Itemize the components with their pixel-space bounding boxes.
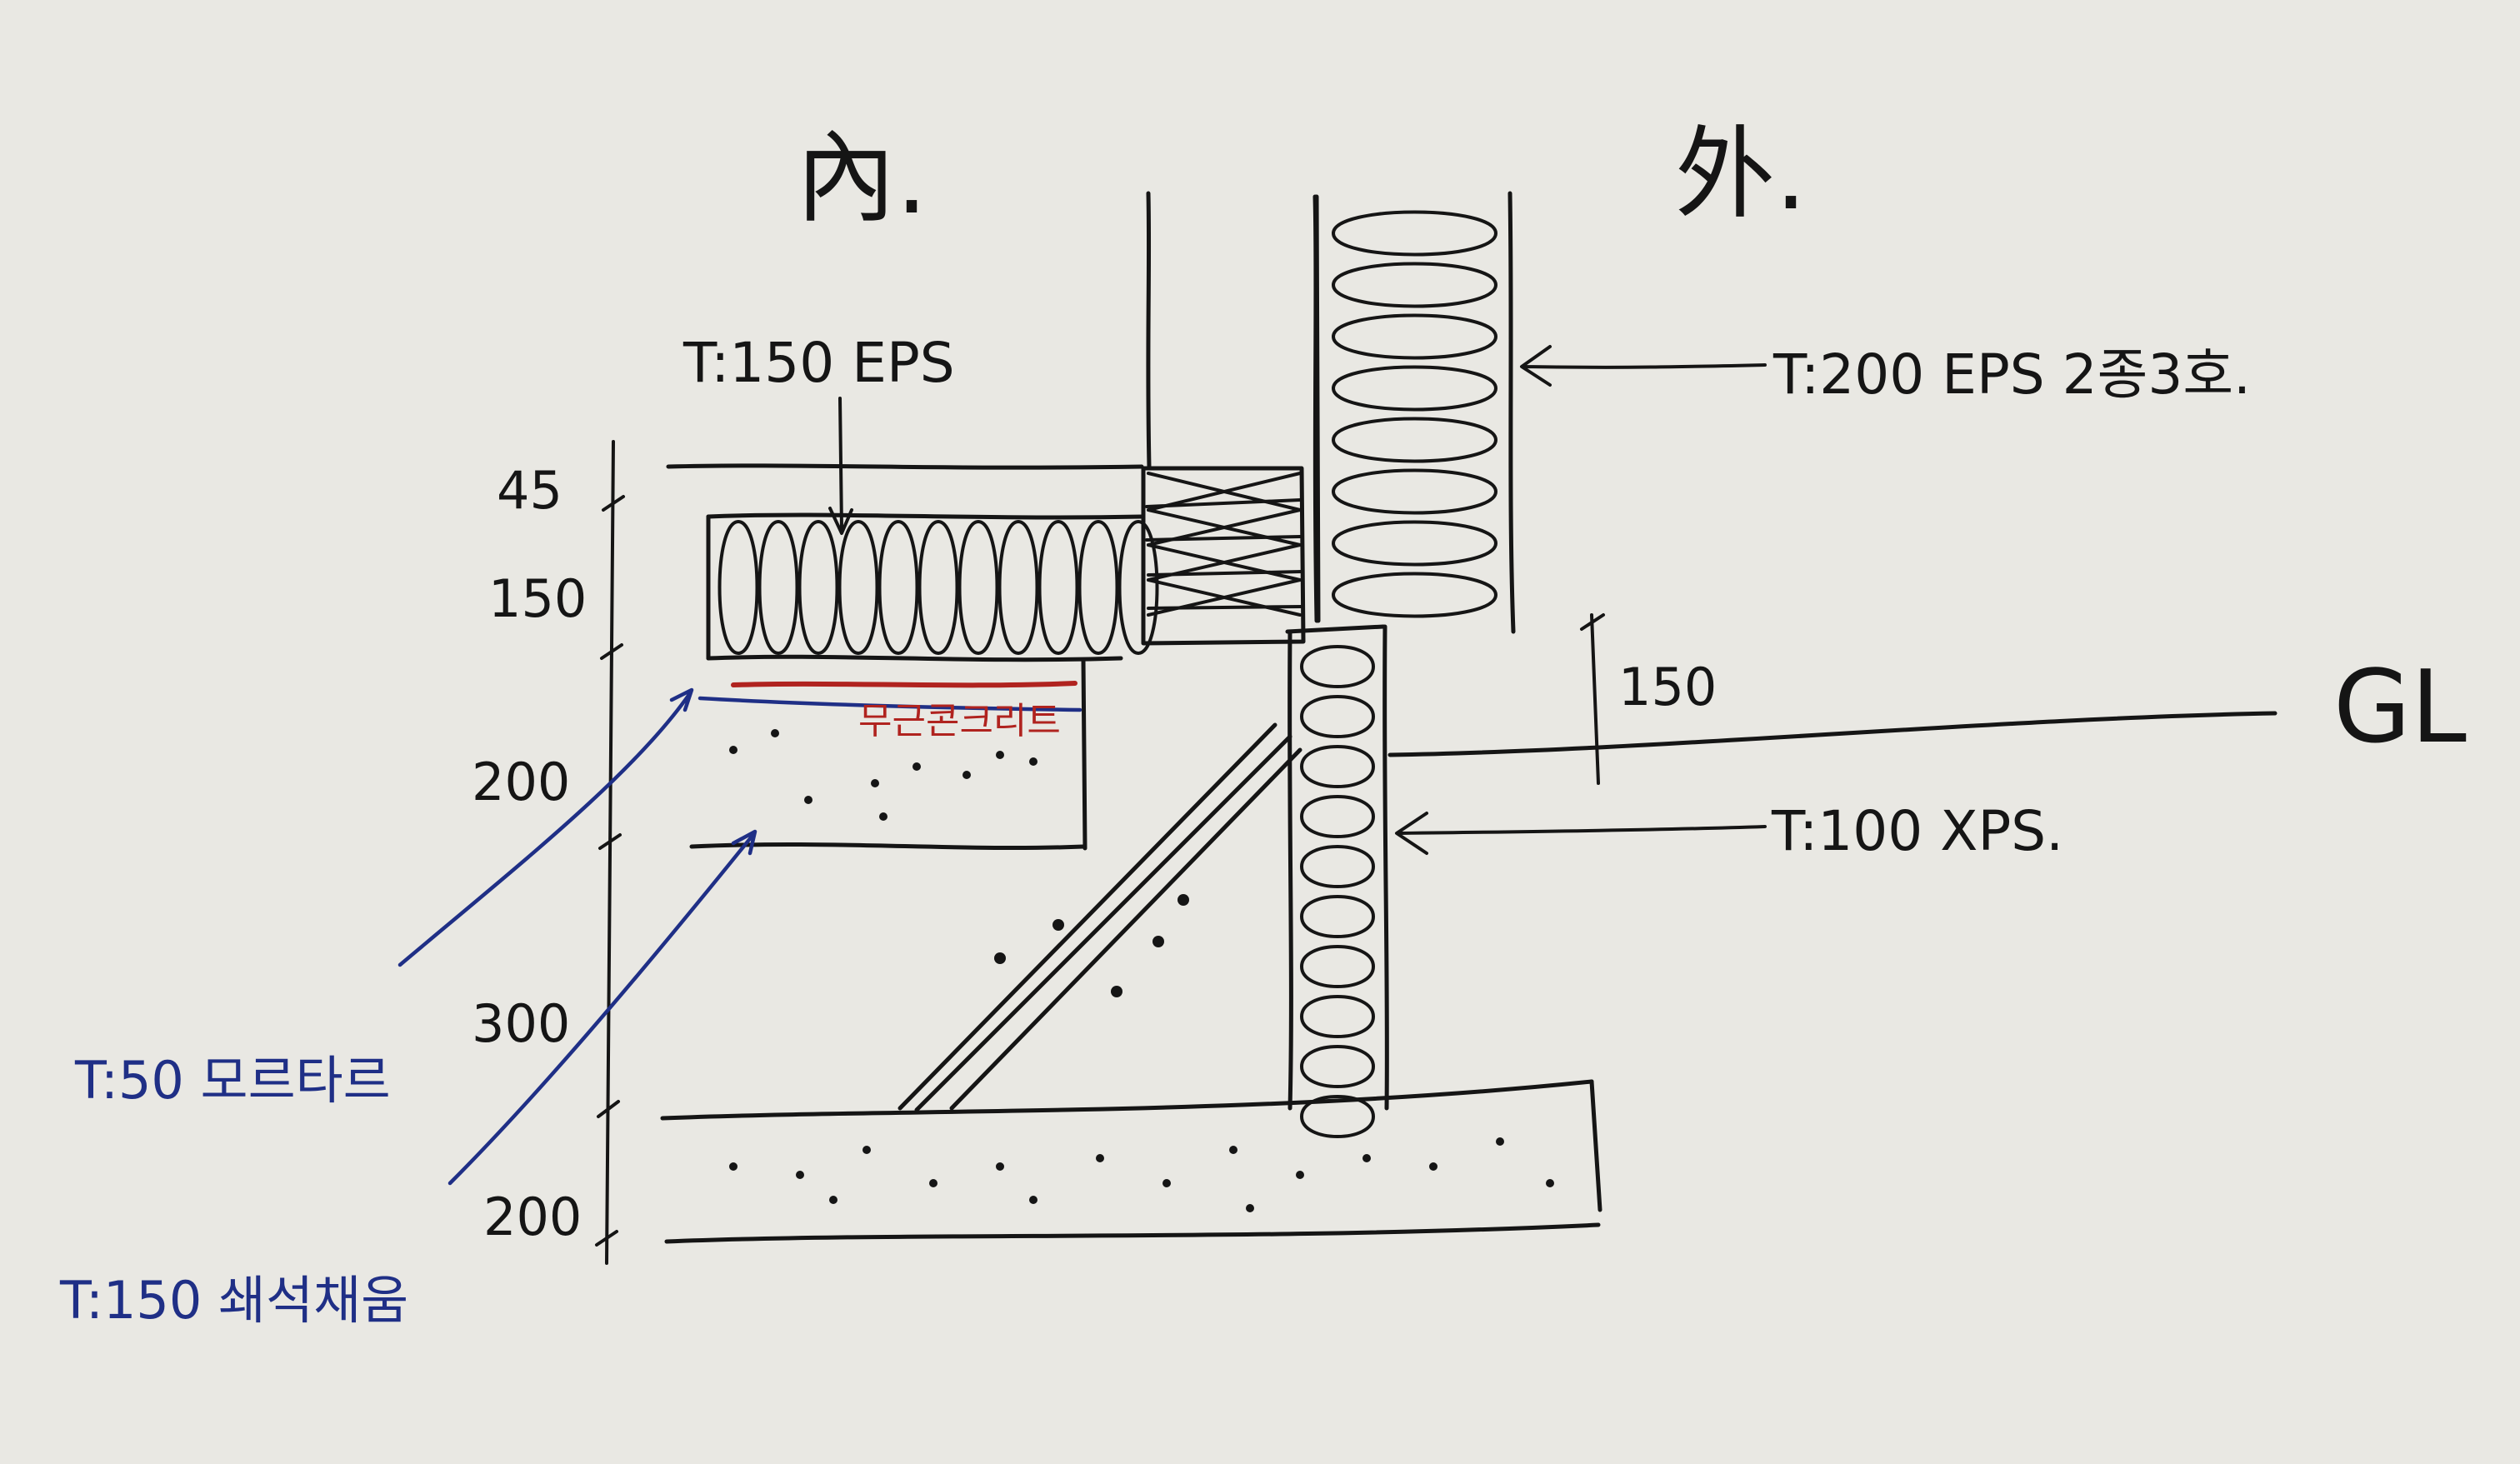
ground-level-label: GL [2333,650,2467,766]
interior-label: 內. [796,121,928,237]
aggregate-dot [1429,1162,1438,1171]
interior-wall-line [1146,191,1152,469]
wall-insulation-arrow [1520,345,1767,387]
exterior-label: 外. [1675,117,1807,232]
dim-150: 150 [488,568,587,629]
aggregate-dot [1162,1179,1171,1187]
insulation-loop [918,520,959,655]
insulation-loop [1332,468,1498,515]
gravel-leader [448,829,758,1186]
insulation-loop [1332,417,1498,463]
insulation-loop [838,520,879,655]
floor-insulation-leader [828,397,853,535]
aggregate-dot [729,746,738,754]
ground-level-line [1388,711,2278,757]
aggregate-dot [1296,1171,1304,1179]
foundation-insulation-arrow [1395,812,1767,855]
dim-300: 300 [472,993,570,1054]
footing [660,1079,1602,1244]
diagonal-brace [898,722,1302,1112]
insulation-loop [1300,745,1375,788]
red-note: 무근콘크리트 [858,700,1061,742]
aggregate-dot [996,751,1004,759]
insulation-loop [1300,695,1375,738]
floor-assembly [666,463,1159,662]
insulation-loop [798,520,839,655]
dim-200-lower: 200 [483,1187,582,1247]
insulation-loop [1300,795,1375,838]
aggregate-dot [1111,986,1122,997]
aggregate-dot [1152,936,1164,947]
insulation-loop [958,520,999,655]
mortar-leader [398,687,694,967]
aggregate-dot [729,1162,738,1171]
aggregate-dot [929,1179,938,1187]
insulation-loop [1300,1045,1375,1088]
vertical-dimension-line [595,440,625,1265]
slab-and-step: 무근콘크리트 [689,657,1088,851]
aggregate-dot [1246,1204,1254,1212]
aggregate-dot [1029,757,1038,766]
gravel-label: T:150 쇄석채움 [59,1270,408,1331]
aggregate-dot [996,1162,1004,1171]
insulation-loop [998,520,1039,655]
insulation-loop [1332,313,1498,360]
aggregate-dot [862,1146,871,1154]
insulation-loop [1332,520,1498,567]
insulation-loop [1332,572,1498,618]
insulation-loop [1300,945,1375,988]
aggregate-dot [771,729,779,737]
aggregate-dot [1546,1179,1554,1187]
floor-insulation-label: T:150 EPS [682,331,955,395]
wall-insulation-label: T:200 EPS 2종3호. [1772,342,2251,407]
insulation-loop [1300,1095,1375,1138]
insulation-loop [1038,520,1079,655]
insulation-loop [1078,520,1119,655]
insulation-loop [1118,520,1159,655]
wall-eps-insulation [1314,191,1516,634]
aggregate-dot [796,1171,804,1179]
mortar-label: T:50 모르타르 [74,1050,391,1111]
insulation-loop [1300,995,1375,1038]
insulation-loop [718,520,759,655]
aggregate-dot [1362,1154,1371,1162]
insulation-loop [758,520,799,655]
insulation-loop [1332,365,1498,412]
dim-200-upper: 200 [472,752,570,812]
gravel-fill [994,894,1189,997]
insulation-loop [1300,845,1375,888]
aggregate-dot [871,779,879,787]
aggregate-dot [912,762,921,771]
aggregate-dot [804,796,812,804]
aggregate-dot [879,812,888,821]
aggregate-dot [1052,919,1064,931]
insulation-loop [1332,210,1498,257]
insulation-loop [1300,645,1375,688]
aggregate-dot [1496,1137,1504,1146]
aggregate-dot [962,771,971,779]
aggregate-dot [1229,1146,1238,1154]
insulation-loop [1332,262,1498,308]
gl-offset-dimension [1580,613,1605,785]
rim-joist-block [1141,466,1306,646]
aggregate-dot [1029,1196,1038,1204]
foundation-insulation-label: T:100 XPS. [1771,799,2063,863]
gl-offset-label: 150 [1618,657,1717,717]
dim-45: 45 [497,460,562,521]
aggregate-dot [829,1196,838,1204]
aggregate-dot [1178,894,1189,906]
insulation-loop [1300,895,1375,938]
foundation-xps-insulation [1285,624,1389,1138]
aggregate-dot [1096,1154,1104,1162]
aggregate-dot [994,952,1006,964]
insulation-loop [878,520,919,655]
